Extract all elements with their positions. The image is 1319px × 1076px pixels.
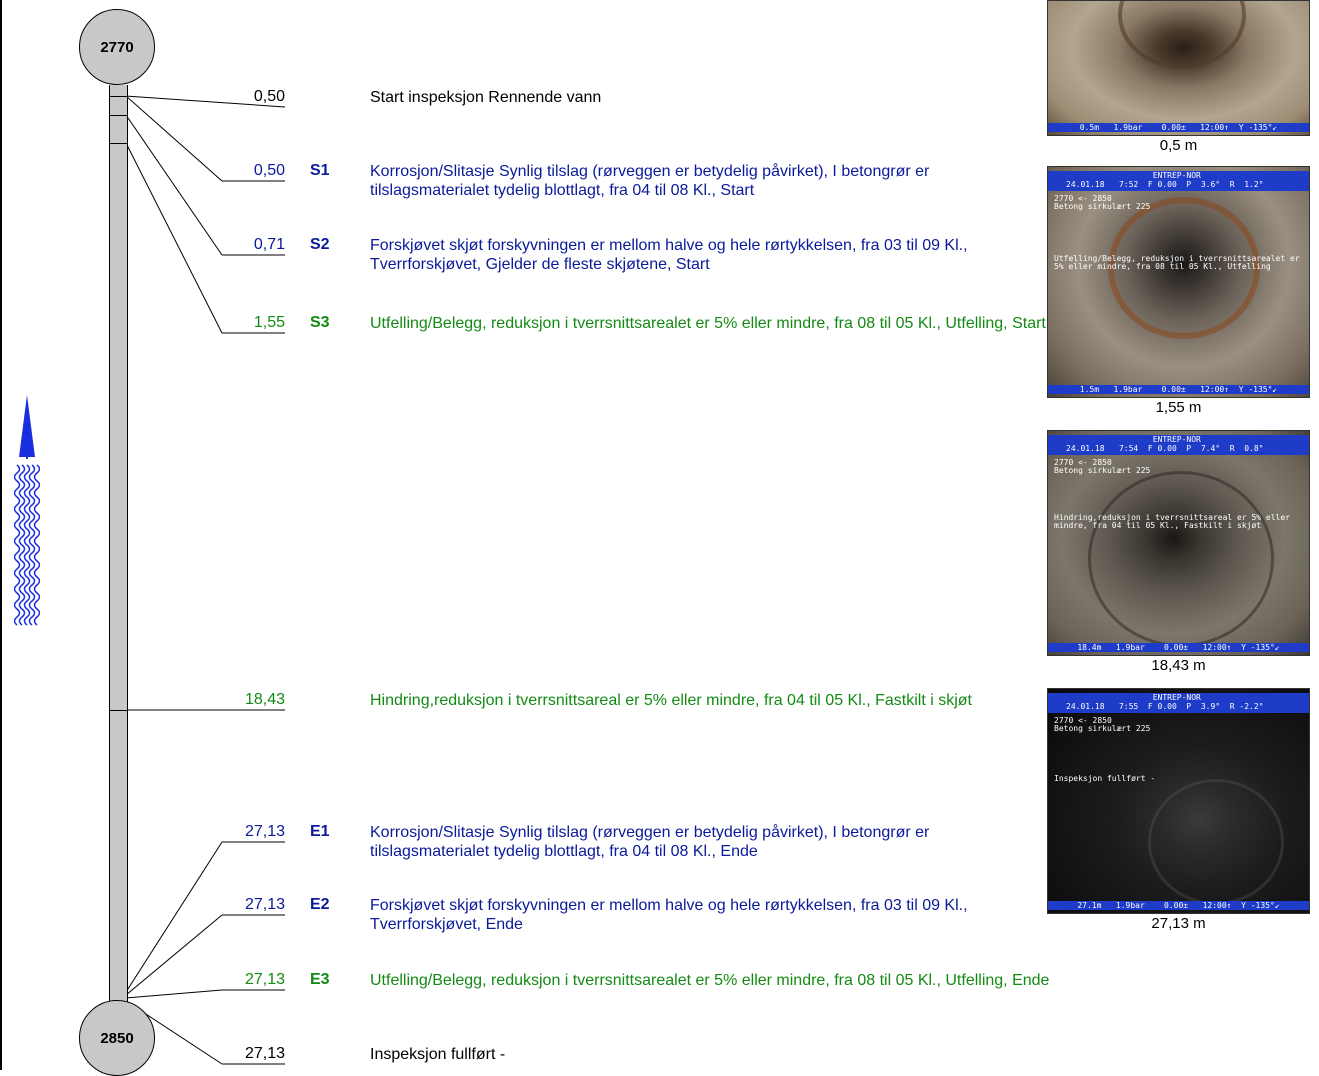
leader-line (125, 95, 223, 182)
leader-line (125, 114, 223, 256)
photo-caption: 27,13 m (1151, 915, 1206, 932)
manhole-bottom: 2850 (79, 1000, 155, 1076)
photo-overlay: Inspeksjon fullført - (1054, 774, 1156, 783)
leader-line (125, 841, 223, 993)
observation-text: Hindring,reduksjon i tverrsnittsareal er… (370, 692, 972, 709)
photo-caption: 0,5 m (1159, 137, 1198, 154)
observation-distance: 0,71 (253, 236, 285, 253)
inspection-photo[interactable]: ENTREP-NOR 24.01.18 7:52 F 0.00 P 3.6° R… (1047, 166, 1310, 398)
observation-distance: 18,43 (244, 691, 285, 708)
page-left-border (0, 0, 2, 1070)
leader-line (125, 914, 223, 996)
pipe-marker (109, 143, 128, 144)
observation-text: Forskjøvet skjøt forskyvningen er mellom… (370, 237, 968, 273)
photo-header: ENTREP-NOR 24.01.18 7:52 F 0.00 P 3.6° R… (1066, 171, 1264, 189)
inspection-photo[interactable]: ENTREP-NOR 24.01.18 7:55 F 0.00 P 3.9° R… (1047, 688, 1310, 914)
photo-footer: 0.5m 1.9bar 0.00± 12:00↑ Y -135°↙ (1048, 123, 1309, 132)
photo-footer: 18.4m 1.9bar 0.00± 12:00↑ Y -135°↙ (1048, 643, 1309, 652)
pipe-section (109, 85, 128, 1005)
observation-code: E1 (310, 823, 330, 840)
observation-distance: 0,50 (253, 88, 285, 105)
observation-distance: 27,13 (244, 823, 285, 840)
observation-text: Start inspeksjon Rennende vann (370, 89, 602, 106)
leader-line (125, 989, 223, 999)
photo-caption: 1,55 m (1155, 399, 1202, 416)
leader-line (125, 142, 223, 334)
observation-text: Korrosjon/Slitasje Synlig tilslag (rørve… (370, 824, 930, 860)
photo-overlay: Utfelling/Belegg, reduksjon i tverrsnitt… (1054, 254, 1300, 271)
observation-distance: 27,13 (244, 971, 285, 988)
observation-text: Utfelling/Belegg, reduksjon i tverrsnitt… (370, 972, 1050, 989)
photo-info: 2770 <- 2850 Betong sirkulært 225 (1054, 194, 1151, 211)
leader-line (125, 95, 286, 108)
observation-text: Forskjøvet skjøt forskyvningen er mellom… (370, 897, 968, 933)
observation-distance: 27,13 (244, 896, 285, 913)
flow-direction-icon (14, 395, 40, 626)
observation-distance: 0,50 (253, 162, 285, 179)
observation-code: E3 (310, 971, 330, 988)
photo-info: 2770 <- 2850 Betong sirkulært 225 (1054, 716, 1151, 733)
observation-code: S2 (310, 236, 330, 253)
inspection-photo[interactable]: ENTREP-NOR 24.01.18 7:54 F 0.00 P 7.4° R… (1047, 430, 1310, 656)
observation-distance: 1,55 (253, 314, 285, 331)
photo-footer: 27.1m 1.9bar 0.00± 12:00↑ Y -135°↙ (1048, 901, 1309, 910)
photo-caption: 18,43 m (1151, 657, 1206, 674)
pipe-marker (109, 710, 128, 711)
photo-info: 2770 <- 2850 Betong sirkulært 225 (1054, 458, 1151, 475)
photo-header: ENTREP-NOR 24.01.18 7:54 F 0.00 P 7.4° R… (1066, 435, 1264, 453)
observation-code: S1 (310, 162, 330, 179)
pipe-marker (109, 115, 128, 116)
photo-overlay: Hindring,reduksjon i tverrsnittsareal er… (1054, 513, 1291, 530)
inspection-photo[interactable]: 0.5m 1.9bar 0.00± 12:00↑ Y -135°↙ (1047, 0, 1310, 136)
observation-code: S3 (310, 314, 330, 331)
observation-text: Korrosjon/Slitasje Synlig tilslag (rørve… (370, 163, 930, 199)
photo-footer: 1.5m 1.9bar 0.00± 12:00↑ Y -135°↙ (1048, 385, 1309, 394)
observation-distance: 27,13 (244, 1045, 285, 1062)
observation-text: Utfelling/Belegg, reduksjon i tverrsnitt… (370, 315, 1046, 332)
observation-code: E2 (310, 896, 330, 913)
photo-header: ENTREP-NOR 24.01.18 7:55 F 0.00 P 3.9° R… (1066, 693, 1264, 711)
manhole-top: 2770 (79, 9, 155, 85)
pipe-marker (109, 96, 128, 97)
observation-text: Inspeksjon fullført - (370, 1046, 506, 1063)
